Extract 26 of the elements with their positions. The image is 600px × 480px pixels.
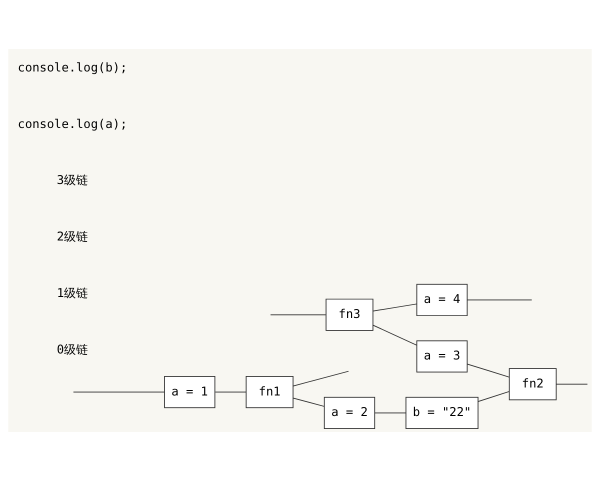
connector (374, 412, 406, 413)
label: 2级链 (56, 229, 88, 244)
connector (72, 391, 165, 392)
node-box: fn3 (326, 298, 374, 330)
node-box: a = 1 (164, 375, 216, 408)
connector (292, 370, 349, 386)
connector (292, 397, 325, 406)
connector (466, 363, 510, 378)
node-box: fn2 (508, 368, 557, 400)
connector (556, 383, 588, 384)
connector (372, 324, 417, 346)
node-box: a = 4 (416, 283, 468, 316)
connector (214, 391, 246, 392)
node-box: a = 3 (416, 340, 468, 372)
label: 1级链 (56, 286, 88, 300)
connector (466, 299, 532, 300)
node-box: a = 2 (324, 396, 376, 428)
connector (372, 303, 417, 311)
node-box: fn1 (246, 375, 294, 408)
connector (270, 314, 326, 315)
label: console.log(a); (18, 116, 128, 130)
connector (478, 390, 510, 402)
node-box: b = "22" (406, 396, 478, 428)
label: console.log(b); (18, 60, 128, 74)
label: 3级链 (56, 172, 88, 187)
label: 0级链 (56, 342, 88, 356)
